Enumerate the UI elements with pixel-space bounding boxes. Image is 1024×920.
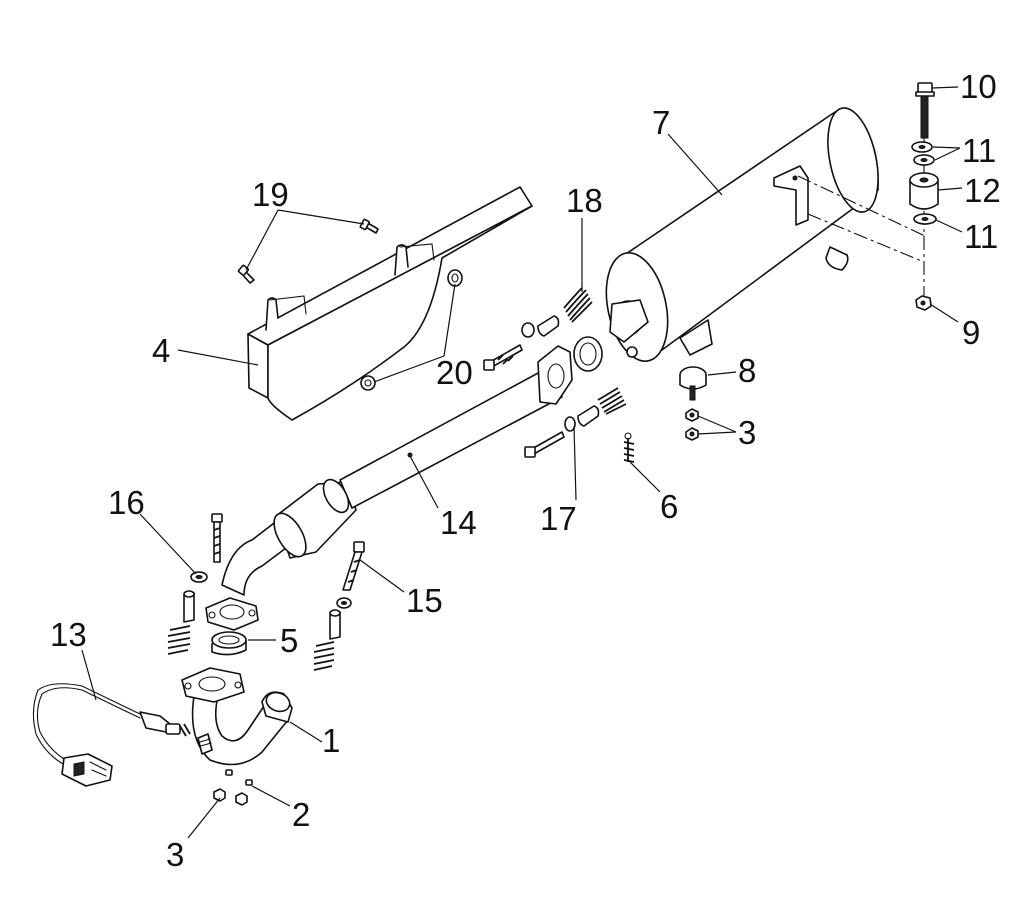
- leader-10: [931, 86, 959, 89]
- callout-1: 1: [322, 722, 340, 759]
- callout-8: 8: [738, 352, 756, 389]
- callout-18: 18: [566, 182, 603, 219]
- part-6-spring: [623, 432, 635, 463]
- leader-2: [251, 785, 291, 807]
- leader-6: [629, 461, 661, 493]
- part-3-nut: [685, 408, 699, 422]
- leader-16: [139, 513, 197, 575]
- part-9-nut: [915, 295, 932, 311]
- part-3-nut: [213, 788, 226, 802]
- leader-14: [409, 455, 439, 509]
- part-16-spring-assembly: [167, 513, 223, 655]
- callout-5: 5: [280, 622, 298, 659]
- part-14-middle-pipe: [221, 345, 573, 596]
- part-15-spring-assembly: [313, 541, 365, 671]
- callout-3: 3: [166, 836, 184, 873]
- callout-2: 2: [292, 796, 310, 833]
- callout-10: 10: [960, 68, 997, 105]
- callout-20: 20: [436, 354, 473, 391]
- leader-19-2: [245, 209, 279, 271]
- callout-7: 7: [652, 104, 670, 141]
- callout-4: 4: [152, 332, 170, 369]
- part-4-heat-shield: [247, 186, 533, 421]
- leader-19-1: [277, 209, 365, 225]
- callout-11: 11: [962, 132, 996, 169]
- part-3-nut: [235, 792, 248, 806]
- part-8-rubber-mount: [679, 366, 707, 401]
- leader-3b-2: [697, 431, 737, 435]
- callout-16: 16: [108, 484, 145, 521]
- part-2-screw: [225, 769, 233, 776]
- part-13-o2-sensor: [32, 683, 191, 787]
- leader-17: [573, 425, 577, 501]
- leader-3b-1: [697, 415, 737, 433]
- callout-9: 9: [962, 314, 980, 351]
- middle-pipe-flange: [205, 597, 259, 631]
- callout-17: 17: [540, 500, 577, 537]
- part-17-spring-assembly: [524, 387, 627, 458]
- leader-13: [81, 649, 97, 701]
- leader-3a: [187, 797, 221, 839]
- leader-9: [929, 303, 959, 323]
- callout-14: 14: [440, 504, 477, 541]
- leader-11a-2: [934, 147, 961, 161]
- leader-12: [937, 187, 963, 191]
- callout-13: 13: [50, 616, 87, 653]
- part-19-screw: [237, 264, 255, 284]
- part-12-rubber-bushing: [909, 172, 939, 210]
- callout-15: 15: [406, 582, 443, 619]
- flange-gasket: [573, 336, 603, 372]
- leader-11b: [935, 219, 963, 233]
- callout-3: 3: [738, 414, 756, 451]
- part-11-washer-top: [911, 141, 935, 166]
- part-3-nut: [685, 427, 699, 441]
- leader-7: [667, 133, 723, 196]
- leader-8: [707, 371, 737, 376]
- part-10-bolt: [915, 82, 935, 139]
- leader-1: [289, 721, 323, 743]
- part-20-grommet: [447, 269, 463, 287]
- part-5-gasket: [211, 631, 247, 656]
- leader-4: [177, 349, 259, 366]
- leader-20-1: [443, 283, 456, 357]
- callout-12: 12: [964, 172, 1001, 209]
- mount-axis-line: [797, 175, 926, 237]
- callout-6: 6: [660, 488, 678, 525]
- mount-axis-line: [807, 213, 925, 263]
- part-18-spring-assembly: [483, 287, 593, 371]
- part-2-screw: [245, 779, 253, 786]
- part-1-header-pipe: [181, 667, 293, 766]
- leader-20-2: [373, 355, 445, 383]
- callout-19: 19: [252, 176, 289, 213]
- part-7-muffler: [605, 107, 879, 362]
- leader-11a-1: [932, 146, 961, 149]
- leader-15: [359, 559, 405, 593]
- callout-11: 11: [964, 218, 998, 255]
- part-20-grommet: [360, 375, 376, 391]
- part-11-washer-bottom: [913, 213, 937, 225]
- part-19-screw: [359, 218, 379, 234]
